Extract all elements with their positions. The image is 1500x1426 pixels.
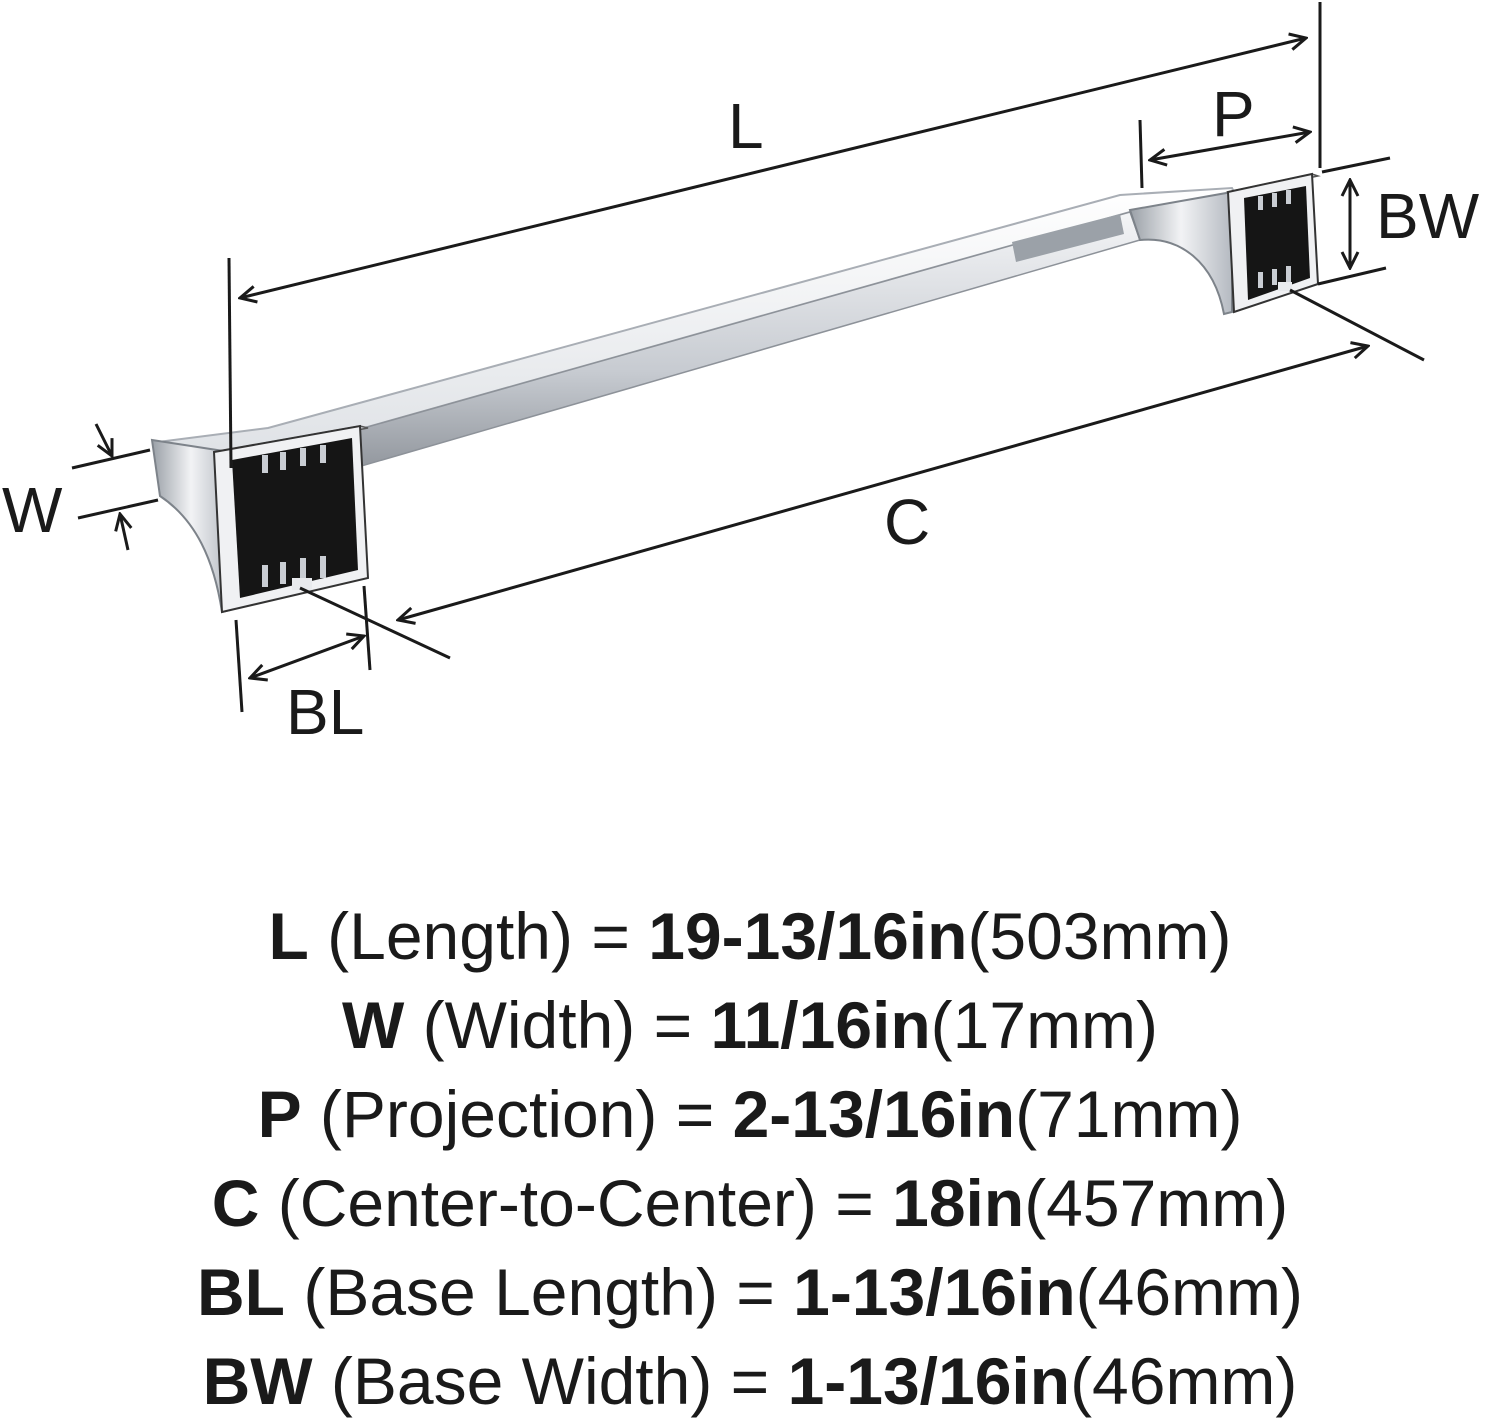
dimension-spec-list: L (Length) = 19-13/16in(503mm) W (Width)… xyxy=(0,892,1500,1426)
length-dimension-arrow xyxy=(240,38,1306,298)
spec-name: (Projection) = xyxy=(301,1077,733,1151)
p-extension-left xyxy=(1138,119,1144,189)
spec-imperial-value: 1-13/16in xyxy=(793,1255,1076,1329)
spec-imperial-value: 11/16in xyxy=(710,988,931,1062)
label-bl: BL xyxy=(286,676,364,748)
base-length-dimension-arrow xyxy=(250,636,364,678)
spec-letter: L xyxy=(268,899,309,973)
spec-metric-value: (17mm) xyxy=(930,988,1158,1062)
label-bw: BW xyxy=(1376,180,1480,252)
spec-imperial-value: 18in xyxy=(892,1166,1025,1240)
towel-bar-dimension-diagram: L P BW W C BL xyxy=(2,2,1480,748)
label-p: P xyxy=(1212,78,1255,150)
spec-name: (Base Length) = xyxy=(285,1255,794,1329)
spec-row-center-to-center: C (Center-to-Center) = 18in(457mm) xyxy=(0,1159,1500,1248)
left-mounting-base xyxy=(212,424,370,614)
l-extension-left xyxy=(227,257,233,469)
label-l: L xyxy=(728,90,764,162)
spec-letter: W xyxy=(341,988,405,1062)
spec-row-length: L (Length) = 19-13/16in(503mm) xyxy=(0,892,1500,981)
spec-row-base-width: BW (Base Width) = 1-13/16in(46mm) xyxy=(0,1337,1500,1426)
spec-metric-value: (457mm) xyxy=(1024,1166,1289,1240)
spec-name: (Base Width) = xyxy=(312,1344,788,1418)
spec-imperial-value: 1-13/16in xyxy=(787,1344,1071,1418)
spec-imperial-value: 2-13/16in xyxy=(732,1077,1016,1151)
spec-name: (Length) = xyxy=(308,899,649,973)
bl-extension-left xyxy=(234,619,244,713)
right-mounting-base xyxy=(1225,172,1321,314)
spec-metric-value: (71mm) xyxy=(1015,1077,1243,1151)
spec-metric-value: (46mm) xyxy=(1075,1255,1303,1329)
spec-imperial-value: 19-13/16in xyxy=(648,899,968,973)
bl-extension-right xyxy=(362,585,372,671)
dimension-lines xyxy=(71,2,1425,713)
spec-letter: C xyxy=(211,1166,260,1240)
bw-extension-bottom xyxy=(1317,266,1387,286)
w-extension-top xyxy=(71,448,151,470)
label-c: C xyxy=(884,486,930,558)
spec-row-projection: P (Projection) = 2-13/16in(71mm) xyxy=(0,1070,1500,1159)
spec-letter: BL xyxy=(197,1255,285,1329)
c-centerline-right xyxy=(1289,288,1425,362)
c-centerline-left xyxy=(299,586,451,660)
spec-name: (Width) = xyxy=(404,988,711,1062)
width-arrow-top xyxy=(94,423,112,456)
label-w: W xyxy=(2,474,63,546)
spec-letter: BW xyxy=(202,1344,313,1418)
spec-row-width: W (Width) = 11/16in(17mm) xyxy=(0,981,1500,1070)
width-arrow-bottom xyxy=(120,514,128,551)
right-post xyxy=(1128,190,1233,316)
spec-letter: P xyxy=(257,1077,302,1151)
center-to-center-dimension-arrow xyxy=(398,346,1368,620)
dimension-labels: L P BW W C BL xyxy=(2,78,1480,748)
spec-metric-value: (46mm) xyxy=(1070,1344,1298,1418)
spec-name: (Center-to-Center) = xyxy=(259,1166,893,1240)
w-extension-bottom xyxy=(77,498,159,520)
spec-metric-value: (503mm) xyxy=(967,899,1232,973)
spec-row-base-length: BL (Base Length) = 1-13/16in(46mm) xyxy=(0,1248,1500,1337)
projection-dimension-arrow xyxy=(1150,132,1310,160)
bw-extension-top xyxy=(1321,156,1391,174)
